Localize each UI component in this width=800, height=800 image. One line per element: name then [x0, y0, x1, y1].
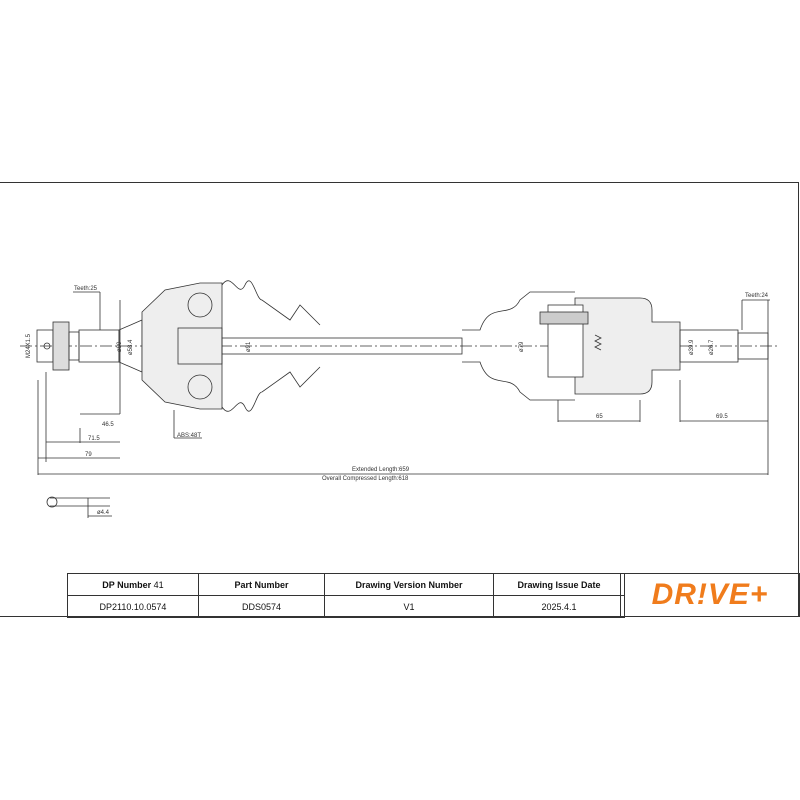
len-79-label: 79 [85, 452, 92, 458]
drive-logo: DR!VE+ [620, 573, 800, 617]
spring [594, 334, 602, 351]
dia-79-label: ø79 [519, 341, 525, 352]
len-71-label: 71.5 [88, 436, 100, 442]
version-header: Drawing Version Number [324, 573, 494, 596]
left-boot-bottom [221, 366, 321, 412]
tripod-housing [574, 297, 681, 395]
dia-26-label: ø26.7 [709, 339, 715, 355]
dia-39-label: ø39.9 [689, 339, 695, 355]
cotter-hole [43, 342, 51, 350]
nut [52, 321, 70, 371]
title-block: DP Number 41 Part Number Drawing Version… [67, 573, 625, 618]
dia-80-label: ø80 [117, 341, 123, 352]
date-value: 2025.4.1 [493, 595, 625, 618]
compressed-length-label: Overall Compressed Length:618 [322, 476, 409, 482]
left-boot-top [221, 280, 321, 326]
dia-58-label: ø58.4 [128, 339, 134, 355]
dia-91-label: ø91 [246, 341, 252, 352]
part-header: Part Number [198, 573, 325, 596]
date-header: Drawing Issue Date [493, 573, 625, 596]
pin-dia-label: ø4.4 [97, 510, 110, 516]
shaft [221, 337, 463, 355]
outer-cv-housing [141, 282, 223, 410]
len-46-label: 46.5 [102, 422, 114, 428]
cotter-pin [50, 497, 110, 507]
dp-value: DP2110.10.0574 [67, 595, 199, 618]
teeth-right-label: Teeth:24 [745, 293, 769, 299]
version-value: V1 [324, 595, 494, 618]
part-value: DDS0574 [198, 595, 325, 618]
thread-label: M24X1.5 [26, 333, 32, 358]
len-69-label: 69.5 [716, 414, 728, 420]
extended-length-label: Extended Length:659 [352, 467, 410, 473]
right-boot-bottom [462, 361, 575, 401]
dp-header: DP Number 41 [67, 573, 199, 596]
teeth-left-label: Teeth:25 [74, 286, 98, 292]
len-65-label: 65 [596, 414, 603, 420]
abs-label: ABS:48T [177, 433, 201, 439]
right-boot-top [462, 291, 575, 331]
